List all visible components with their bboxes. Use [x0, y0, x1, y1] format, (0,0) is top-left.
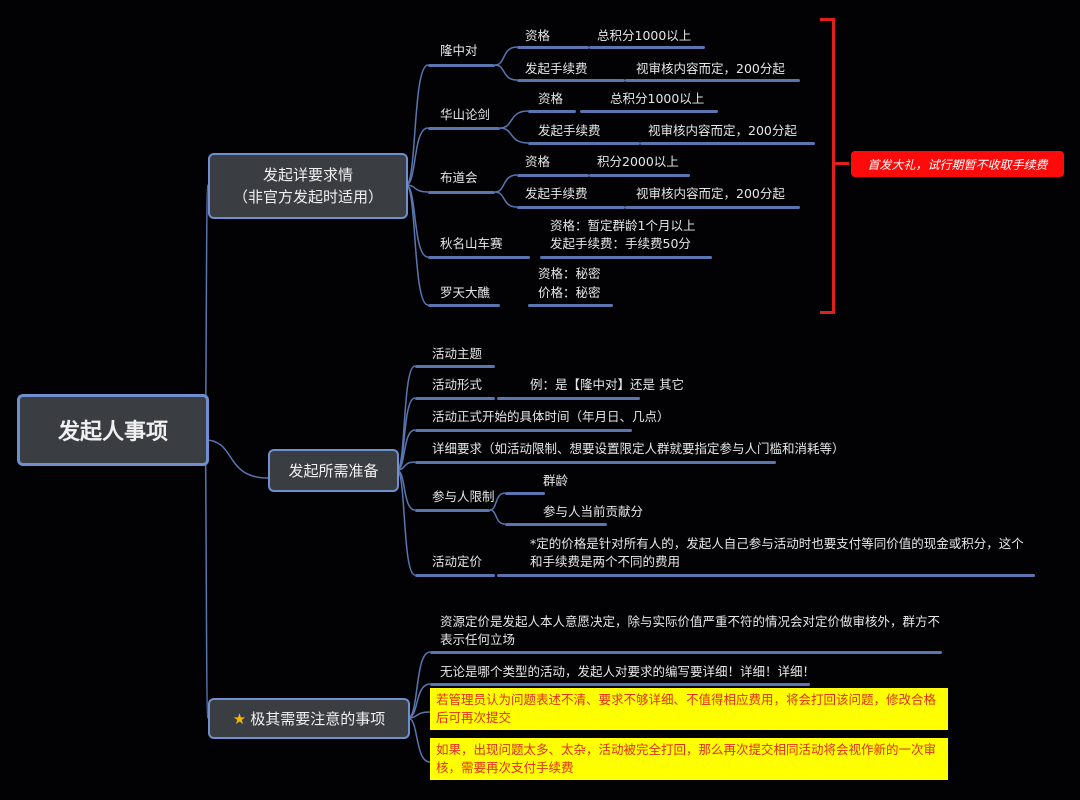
underline	[540, 256, 712, 259]
connector	[494, 191, 518, 208]
branch-notices[interactable]: ★极其需要注意的事项	[208, 698, 410, 739]
underline	[528, 110, 576, 113]
connector	[499, 127, 529, 144]
notice-item: 无论是哪个类型的活动，发起人对要求的编写要详细！详细！详细！	[440, 664, 816, 679]
item-theme[interactable]: 活动主题	[432, 346, 483, 361]
event-longzhongdui[interactable]: 隆中对	[440, 43, 478, 58]
underline	[415, 509, 490, 512]
underline	[415, 461, 776, 464]
connector	[405, 184, 429, 193]
connector	[405, 127, 429, 186]
qual-label: 资格	[525, 154, 551, 169]
connector	[405, 184, 429, 306]
underline	[505, 492, 545, 495]
branch-title: 发起所需准备	[288, 462, 379, 480]
event-huashan[interactable]: 华山论剑	[440, 107, 491, 122]
item-form[interactable]: 活动形式	[432, 377, 483, 392]
detail-line: 价格：秘密	[538, 285, 601, 300]
underline	[517, 206, 625, 209]
fee-label: 发起手续费	[538, 123, 601, 138]
underline	[497, 574, 1035, 577]
underline	[430, 683, 810, 686]
branch-title: 发起详要求情	[262, 166, 353, 184]
connector	[489, 509, 506, 525]
underline	[428, 191, 495, 194]
event-qiumingshan[interactable]: 秋名山车赛	[440, 236, 503, 251]
fee-value: 视审核内容而定，200分起	[636, 61, 785, 76]
underline	[428, 64, 495, 67]
connector	[405, 184, 429, 258]
underline	[505, 523, 607, 526]
qual-value: 总积分1000以上	[597, 28, 692, 43]
qual-label: 资格	[525, 28, 551, 43]
promo-note-text: 首发大礼，试行期暂不收取手续费	[867, 157, 1048, 172]
underline	[497, 397, 640, 400]
connector	[405, 64, 429, 186]
underline	[625, 206, 800, 209]
detail-line: 资格：秘密	[538, 266, 601, 281]
root-node[interactable]: 发起人事项	[17, 394, 209, 466]
underline	[517, 46, 589, 49]
underline	[517, 79, 625, 82]
underline	[428, 304, 500, 307]
qual-value: 总积分1000以上	[610, 91, 705, 106]
connector	[396, 469, 416, 576]
underline	[415, 397, 495, 400]
fee-label: 发起手续费	[525, 61, 588, 76]
item-time[interactable]: 活动正式开始的具体时间（年月日、几点）	[432, 409, 670, 424]
event-luotian[interactable]: 罗天大醮	[440, 285, 491, 300]
item-limit[interactable]: 参与人限制	[432, 489, 495, 504]
underline	[415, 429, 632, 432]
detail-line: 资格：暂定群龄1个月以上	[550, 218, 696, 233]
connector	[204, 439, 209, 719]
connector	[407, 717, 431, 763]
underline	[589, 46, 705, 49]
connector	[407, 711, 431, 719]
branch-title: 极其需要注意的事项	[250, 710, 386, 728]
connector	[494, 46, 518, 66]
red-bracket	[820, 18, 835, 314]
underline	[640, 142, 815, 145]
branch-requirements[interactable]: 发起详要求情 （非官方发起时适用）	[208, 153, 408, 219]
item-form-example: 例：是【隆中对】还是 其它	[530, 377, 684, 392]
event-budaohui[interactable]: 布道会	[440, 170, 478, 185]
underline	[580, 110, 718, 113]
notice-highlight: 如果，出现问题太多、太杂，活动被完全打回，那么再次提交相同活动将会视作新的一次审…	[430, 738, 948, 780]
underline	[589, 174, 690, 177]
underline	[528, 142, 640, 145]
connector	[204, 439, 269, 479]
star-icon: ★	[232, 709, 247, 728]
root-label: 发起人事项	[57, 420, 168, 445]
connector	[499, 110, 529, 129]
connector	[489, 492, 506, 511]
underline	[517, 174, 589, 177]
notice-item: 资源定价是发起人本人意愿决定，除与实际价值严重不符的情况会对定价做审核外，群方不…	[440, 614, 941, 647]
item-price-note: *定的价格是针对所有人的，发起人自己参与活动时也要支付等同价值的现金或积分，这个…	[530, 536, 1024, 569]
qual-value: 积分2000以上	[597, 154, 679, 169]
detail-line: 发起手续费：手续费50分	[550, 236, 691, 251]
fee-value: 视审核内容而定，200分起	[636, 186, 785, 201]
underline	[428, 256, 530, 259]
branch-subtitle: （非官方发起时适用）	[232, 188, 383, 206]
underline	[430, 651, 942, 654]
underline	[428, 127, 500, 130]
item-price[interactable]: 活动定价	[432, 554, 483, 569]
bracket-tick	[835, 162, 849, 165]
item-limit-contribution: 参与人当前贡献分	[543, 504, 644, 519]
underline	[415, 574, 495, 577]
notice-highlight: 若管理员认为问题表述不清、要求不够详细、不值得相应费用，将会打回该问题，修改合格…	[430, 688, 948, 730]
underline	[528, 304, 613, 307]
connector	[494, 64, 518, 81]
item-limit-age: 群龄	[543, 473, 569, 488]
connector	[407, 683, 431, 719]
underline	[625, 79, 800, 82]
fee-value: 视审核内容而定，200分起	[648, 123, 797, 138]
fee-label: 发起手续费	[525, 186, 588, 201]
item-detail[interactable]: 详细要求（如活动限制、想要设置限定人群就要指定参与人门槛和消耗等）	[432, 441, 845, 456]
qual-label: 资格	[538, 91, 564, 106]
promo-note: 首发大礼，试行期暂不收取手续费	[851, 151, 1064, 177]
underline	[415, 365, 495, 368]
branch-preparation[interactable]: 发起所需准备	[268, 449, 399, 492]
connector	[494, 174, 518, 193]
